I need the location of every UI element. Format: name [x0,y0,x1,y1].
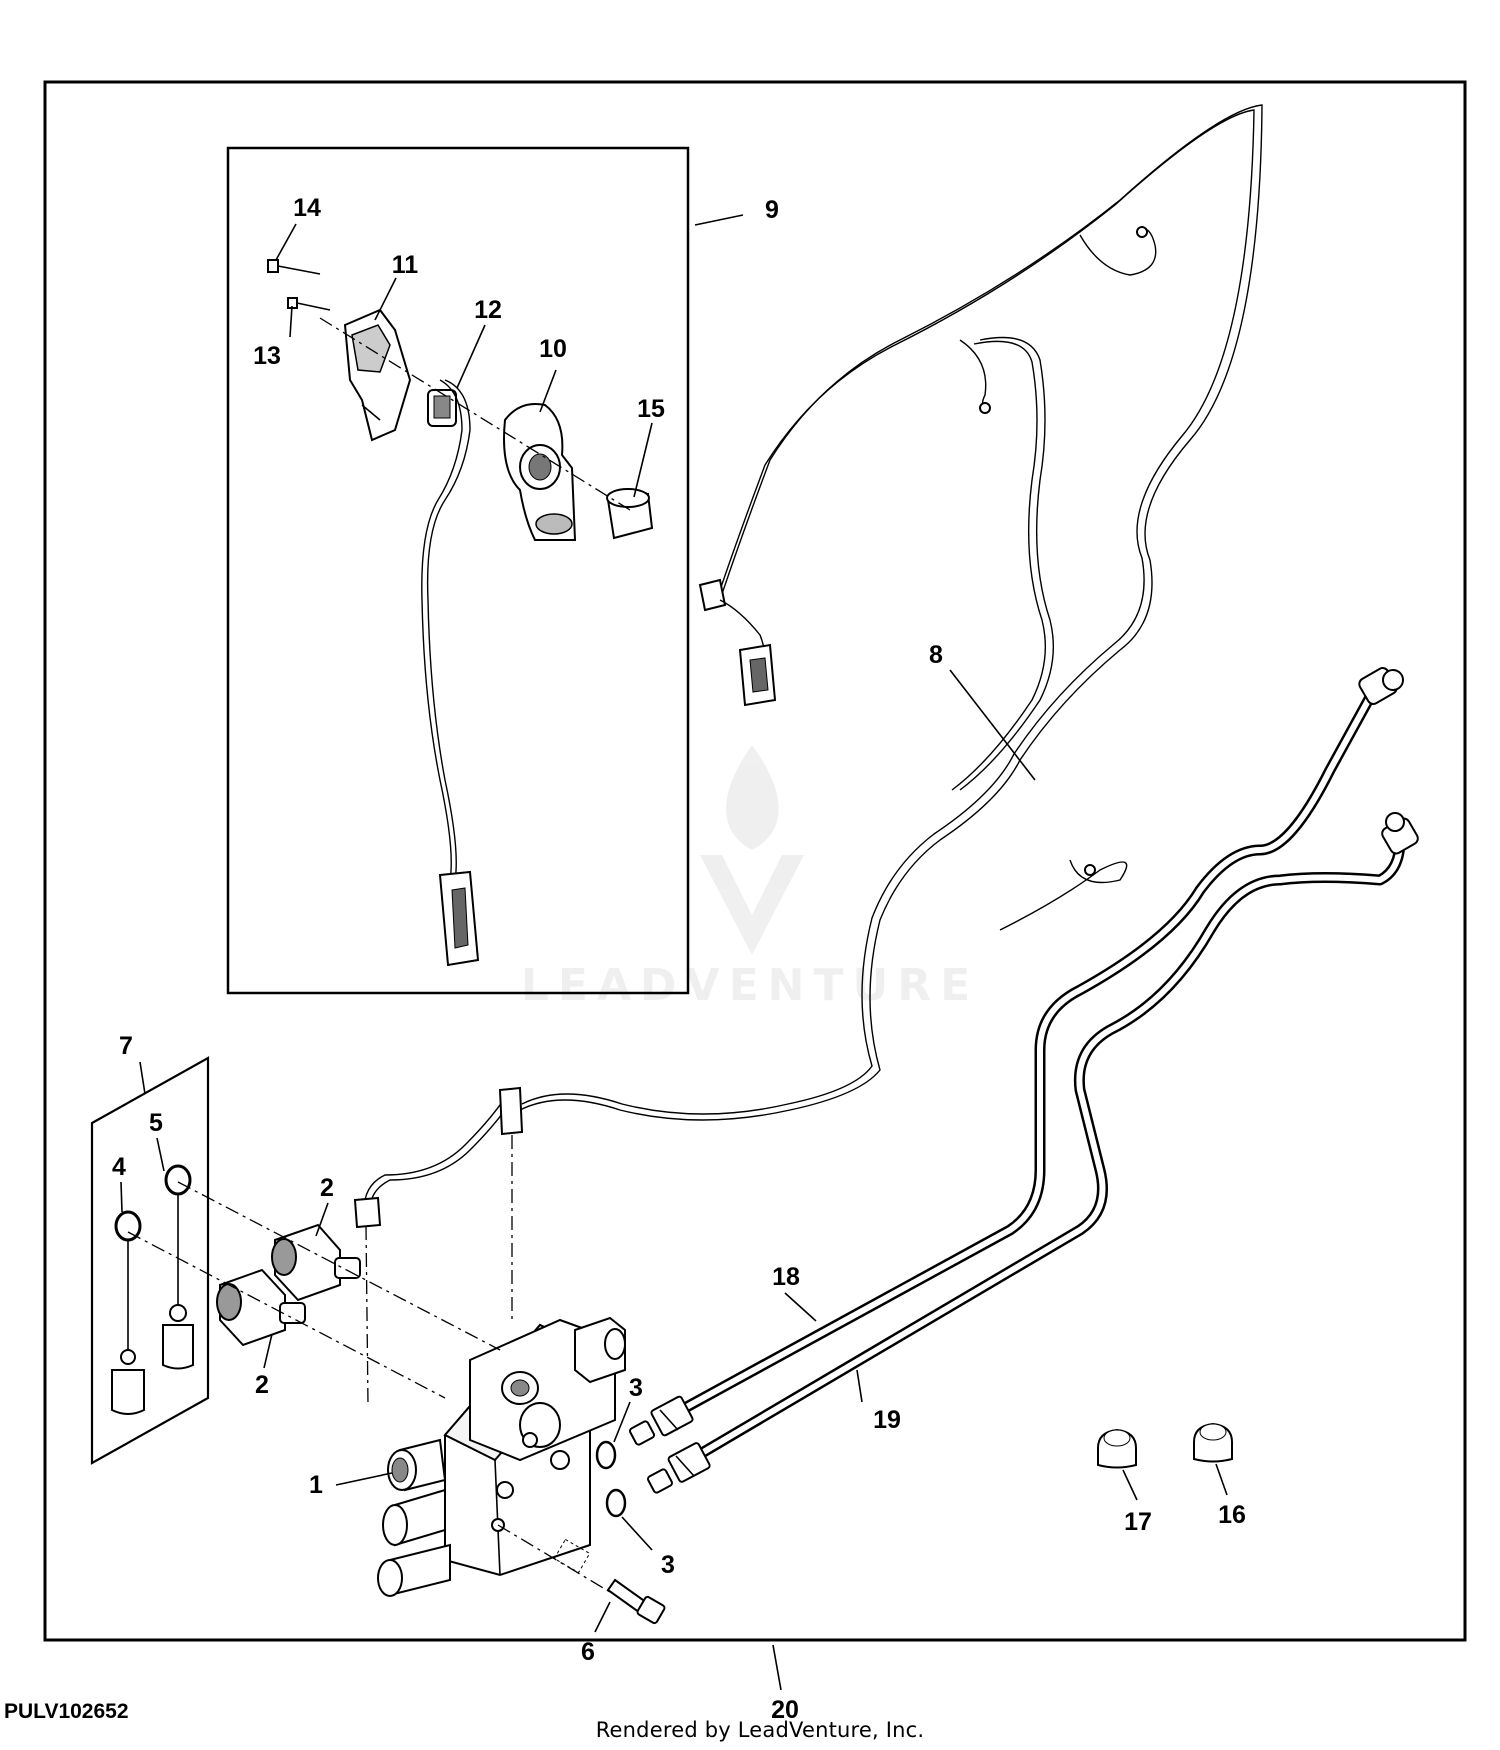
connector-12 [427,389,457,427]
pressure-switch-2-upper [271,1223,361,1302]
callout-7: 7 [119,1032,133,1060]
wire-harness-8 [353,104,1263,1229]
tube-end-fitting-upper [1358,667,1404,705]
callout-10: 10 [539,335,567,363]
hydraulic-tubes [629,667,1419,1494]
callout-2-upper: 2 [320,1174,334,1202]
tube-nut-19 [667,1442,711,1483]
callout-4: 4 [112,1153,126,1181]
bolt-14 [267,259,321,275]
callout-1: 1 [309,1471,323,1499]
callout-9: 9 [765,196,779,224]
pressure-switch-2-lower [216,1268,306,1347]
watermark-text: LEADVENTURE [520,960,980,1011]
control-valve-1 [377,1316,626,1597]
o-ring-3-upper [595,1440,617,1470]
callout-14: 14 [293,194,321,222]
seal-kit-contents [111,1164,194,1415]
callout-13: 13 [253,342,281,370]
assembly-frame [43,80,1467,1642]
callout-8: 8 [929,641,943,669]
callout-6: 6 [581,1638,595,1666]
callout-20: 20 [771,1696,799,1724]
callout-11: 11 [392,251,419,279]
tube-nut-18 [650,1395,694,1437]
reference-id: PULV102652 [4,1700,129,1723]
callout-3-upper: 3 [629,1374,643,1402]
render-credit: Rendered by LeadVenture, Inc. [595,1718,925,1742]
leader-lines [120,214,1228,1691]
cap-16 [1193,1422,1233,1463]
watermark-logo [700,745,804,955]
callout-16: 16 [1218,1501,1246,1529]
cap-17 [1097,1428,1137,1469]
inset-components [267,259,654,967]
callouts: 9 14 11 12 13 10 15 8 7 5 4 2 2 18 19 3 … [112,194,1246,1724]
callout-2-lower: 2 [255,1371,269,1399]
inset-box-9 [226,146,690,995]
knob-15 [606,488,654,540]
tube-end-fitting-lower [1381,812,1419,855]
callout-17: 17 [1124,1508,1152,1536]
callout-18: 18 [772,1263,800,1291]
screw-13 [287,297,331,311]
callout-12: 12 [474,296,502,324]
callout-3-lower: 3 [661,1551,675,1579]
o-ring-3-lower [605,1488,627,1518]
callout-19: 19 [873,1406,901,1434]
switch-body-10 [503,403,577,541]
bolt-6 [497,1524,666,1625]
callout-15: 15 [637,395,665,423]
bracket-11 [343,308,412,442]
callout-5: 5 [149,1109,163,1137]
